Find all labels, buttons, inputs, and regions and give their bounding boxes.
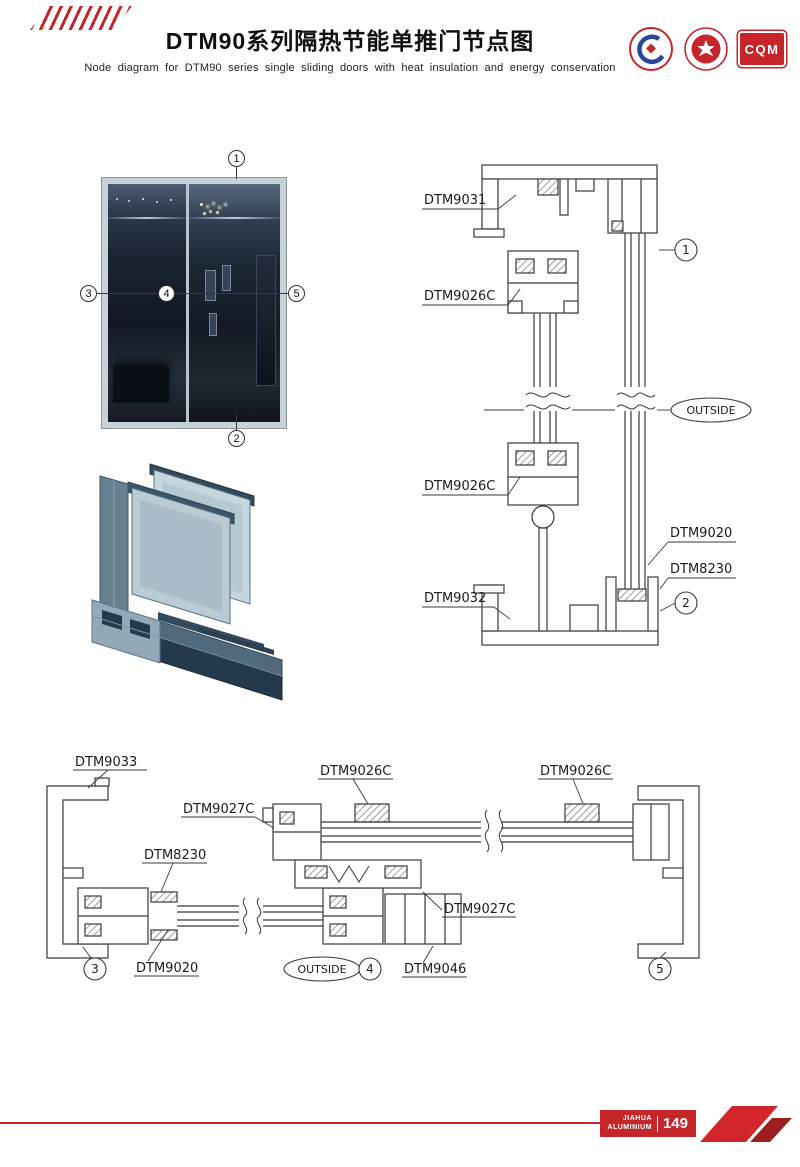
page-header: DTM90系列隔热节能单推门节点图 Node diagram for DTM90…	[70, 22, 630, 74]
cabinet-silhouette	[256, 255, 277, 387]
fixed-panel-glass	[624, 233, 646, 589]
wall-picture	[208, 312, 218, 337]
callout-2: 2	[228, 430, 245, 447]
dtm9046-profile	[384, 893, 462, 945]
label-dtm9026c-left: DTM9026C	[320, 764, 391, 779]
footer-divider	[656, 1115, 658, 1132]
footer-page-badge: JIAHUA ALUMINIUM 149	[600, 1110, 696, 1137]
label-dtm8230: DTM8230	[670, 562, 732, 577]
break-symbol	[616, 392, 656, 410]
fixed-panel	[188, 184, 280, 422]
chandelier-lights	[199, 203, 203, 207]
vertical-section-drawing: DTM9031 DTM9026C DTM9026C DTM9032 DTM902…	[422, 164, 752, 646]
callout-2-circle	[674, 591, 698, 615]
callout-3-circle	[83, 957, 107, 981]
certification-logos: CQM	[628, 26, 786, 72]
header-stripes-decoration	[30, 6, 132, 30]
callout-5: 5	[288, 285, 305, 302]
label-dtm9032: DTM9032	[424, 591, 486, 606]
callout-5-number: 5	[656, 962, 664, 976]
outside-oval	[670, 397, 752, 423]
head-frame-profile	[473, 164, 658, 238]
brand-top: JIAHUA	[622, 1115, 652, 1123]
sliding-panel-glass	[533, 313, 557, 443]
ceiling-lights	[115, 198, 118, 201]
sash-bottom-rail-profile	[507, 442, 579, 529]
callout-2-leader	[236, 415, 237, 430]
callout-3: 3	[80, 285, 97, 302]
door-photo	[102, 178, 286, 428]
fixed-panel-row	[262, 803, 670, 861]
interior-scene-left	[108, 184, 186, 422]
callout-1-circle	[674, 238, 698, 262]
cqm-logo-icon: CQM	[738, 31, 786, 67]
sliding-panel-row	[77, 887, 462, 945]
callout-4-circle	[358, 957, 382, 981]
cqc-certification-icon	[629, 27, 673, 71]
break-symbol	[525, 392, 571, 410]
callout-2-number: 2	[682, 596, 690, 610]
label-dtm9027c-lower: DTM9027C	[444, 902, 515, 917]
callout-1: 1	[228, 150, 245, 167]
label-dtm9033: DTM9033	[75, 755, 137, 770]
leader-lines	[73, 769, 667, 978]
sill-frame-profile	[473, 527, 659, 646]
label-dtm9020: DTM9020	[670, 526, 732, 541]
wall-picture	[205, 269, 217, 301]
roller-wheel	[531, 505, 555, 529]
led-strip	[188, 217, 280, 220]
label-dtm9026c-lower: DTM9026C	[424, 479, 495, 494]
callout-1-leader	[236, 167, 237, 179]
label-dtm9026c-right: DTM9026C	[540, 764, 611, 779]
callout-4-number: 4	[366, 962, 374, 976]
wall-picture	[221, 264, 231, 292]
brand-name: JIAHUA ALUMINIUM	[607, 1115, 652, 1131]
interlock-bridge-profile	[294, 859, 422, 889]
leader-lines	[422, 194, 736, 620]
callout-4: 4	[158, 285, 175, 302]
sash-top-rail-profile	[507, 250, 579, 314]
page-number: 149	[662, 1115, 688, 1132]
footer-rule	[0, 1122, 606, 1124]
brand-bottom: ALUMINIUM	[607, 1123, 652, 1131]
callout-5-leader	[175, 293, 288, 294]
horizontal-section-drawing: DTM9033 DTM9026C DTM9026C DTM9027C DTM82…	[46, 755, 700, 982]
label-dtm9026c-upper: DTM9026C	[424, 289, 495, 304]
page-subtitle: Node diagram for DTM90 series single sli…	[84, 62, 616, 74]
callout-3-number: 3	[91, 962, 99, 976]
label-dtm9031: DTM9031	[424, 193, 486, 208]
label-dtm9046: DTM9046	[404, 962, 466, 977]
cqm-logo-text: CQM	[744, 41, 780, 57]
interior-scene-right	[188, 184, 280, 422]
callout-5-circle	[648, 957, 672, 981]
outside-label: OUTSIDE	[297, 963, 346, 976]
label-dtm8230: DTM8230	[144, 848, 206, 863]
callout-3-leader	[97, 293, 158, 294]
certification-star-icon	[684, 27, 728, 71]
led-strip	[108, 217, 186, 220]
label-dtm9020: DTM9020	[136, 961, 198, 976]
footer-decoration	[700, 1106, 792, 1142]
page-title: DTM90系列隔热节能单推门节点图	[165, 28, 535, 54]
callout-1-number: 1	[682, 243, 690, 257]
sofa-silhouette	[112, 364, 169, 403]
sliding-panel	[108, 184, 189, 422]
outside-label: OUTSIDE	[686, 404, 735, 417]
label-dtm9027c-upper: DTM9027C	[183, 802, 254, 817]
right-jamb-profile	[637, 785, 700, 959]
profile-3d-render	[91, 463, 283, 701]
